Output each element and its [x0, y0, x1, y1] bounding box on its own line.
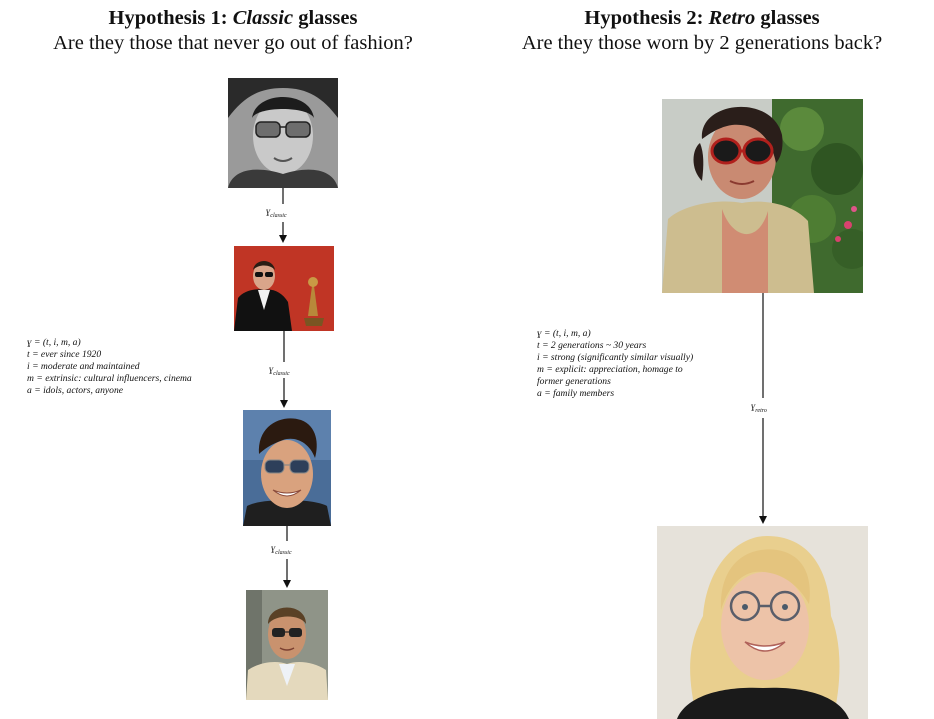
photo-classic-bw-man	[228, 78, 338, 188]
edge-subscript: classic	[270, 212, 287, 219]
hypothesis-2-notes: ɣ = (t, i, m, a) t = 2 generations ~ 30 …	[537, 328, 693, 401]
note-line: m = extrinsic: cultural influencers, cin…	[27, 373, 192, 385]
edge-symbol: ɣ	[751, 401, 756, 411]
edge-symbol: ɣ	[266, 206, 271, 216]
edge-label-classic-1: ɣclassic	[266, 206, 287, 219]
hypothesis-2-title-suffix: glasses	[755, 7, 820, 29]
edge-subscript: classic	[273, 370, 290, 377]
hypothesis-2-question: Are they those worn by 2 generations bac…	[521, 32, 883, 54]
note-line: i = strong (significantly similar visual…	[537, 352, 694, 364]
hypothesis-1-question: Are they those that never go out of fash…	[53, 32, 413, 54]
edge-label-classic-3: ɣclassic	[271, 543, 292, 556]
photo-classic-jacket-man	[246, 590, 328, 700]
edge-label-retro: ɣretro	[751, 401, 767, 414]
hypothesis-2-title-prefix: Hypothesis 2:	[584, 7, 709, 29]
note-line: ɣ = (t, i, m, a)	[27, 337, 81, 348]
photo-retro-young-woman	[657, 526, 868, 719]
edge-subscript: classic	[275, 549, 292, 556]
hypothesis-1-title-prefix: Hypothesis 1:	[108, 7, 233, 29]
note-line: a = idols, actors, anyone	[27, 385, 124, 397]
note-line: a = family members	[537, 388, 615, 400]
edge-symbol: ɣ	[271, 543, 276, 553]
note-line: ɣ = (t, i, m, a)	[537, 328, 591, 339]
note-line: t = ever since 1920	[27, 349, 102, 361]
photo-retro-older-woman	[662, 99, 863, 293]
edge-subscript: retro	[755, 407, 767, 414]
hypothesis-1-heading: Hypothesis 1: Classic glasses Are they t…	[2, 6, 464, 56]
hypothesis-1-title-suffix: glasses	[293, 7, 358, 29]
hypothesis-2-title: Hypothesis 2: Retro glasses	[472, 6, 932, 31]
hypothesis-1-title-emphasis: Classic	[232, 7, 294, 29]
hypothesis-2-heading: Hypothesis 2: Retro glasses Are they tho…	[472, 6, 932, 56]
hypothesis-1-notes: ɣ = (t, i, m, a) t = ever since 1920 i =…	[27, 337, 192, 397]
note-line: t = 2 generations ~ 30 years	[537, 340, 647, 352]
photo-classic-aviator-man	[243, 410, 331, 526]
note-line: i = moderate and maintained	[27, 361, 140, 373]
edge-symbol: ɣ	[269, 364, 274, 374]
note-line: former generations	[537, 376, 611, 388]
note-line: m = explicit: appreciation, homage to	[537, 364, 683, 376]
hypothesis-2-title-emphasis: Retro	[708, 7, 756, 29]
photo-classic-tuxedo-man	[234, 246, 334, 331]
edge-label-classic-2: ɣclassic	[269, 364, 290, 377]
hypothesis-1-title: Hypothesis 1: Classic glasses	[2, 6, 464, 31]
